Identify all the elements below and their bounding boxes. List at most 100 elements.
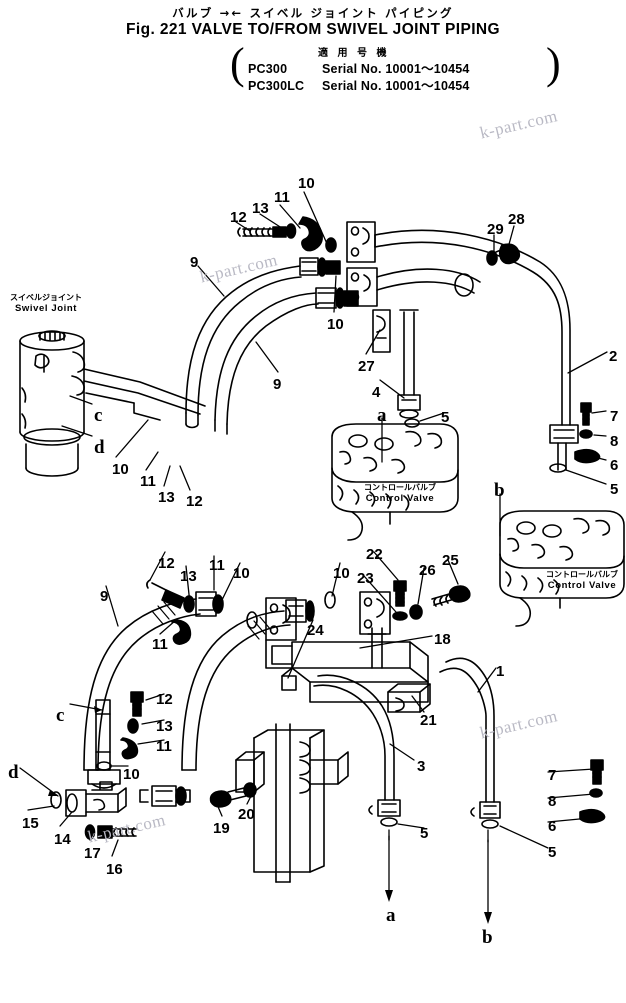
swivel-joint-hose-connections <box>84 369 205 420</box>
pipe-clamp-upper <box>455 274 473 296</box>
callout-c-11-low: 11 <box>209 557 225 574</box>
hose-fitting-upper-2 <box>316 288 358 308</box>
bolt-22 <box>394 581 406 606</box>
control-valve-right-jp: コントロールバルブ <box>546 570 618 579</box>
callout-c-7-low: 7 <box>548 767 557 784</box>
callout-c-6-right: 6 <box>610 457 619 474</box>
control-valve-center-jp: コントロールバルブ <box>364 483 436 492</box>
callout-c-d-low: d <box>8 762 19 783</box>
callout-c-4: 4 <box>372 384 381 401</box>
callout-c-5-upper: 5 <box>441 409 450 426</box>
model-pc300lc: PC300LC <box>248 79 305 93</box>
title-english: Fig. 221 VALVE TO/FROM SWIVEL JOINT PIPI… <box>0 20 626 39</box>
callout-c-26: 26 <box>419 562 436 579</box>
callout-c-10-top: 10 <box>298 175 315 192</box>
bracket-27 <box>373 310 390 352</box>
callout-c-20: 20 <box>238 806 255 823</box>
callout-c-5-low: 5 <box>548 844 557 861</box>
callout-c-7-right: 7 <box>610 408 619 425</box>
component-label-control-valve-right: コントロールバルブ Control Valve <box>546 570 618 591</box>
elbow-fitting-11-top <box>299 217 322 251</box>
callout-c-15: 15 <box>22 815 39 832</box>
pipe-3-end-fitting <box>369 800 400 826</box>
callout-c-12-left: 12 <box>186 493 203 510</box>
numeric-leader-lines <box>28 192 607 856</box>
elbow-fitting-11-lower <box>172 620 190 644</box>
fitting-14-assembly <box>66 782 126 816</box>
control-valve-right-en: Control Valve <box>547 580 617 591</box>
callout-c-2: 2 <box>609 348 618 365</box>
callout-c-c-low: c <box>56 705 65 726</box>
bracket-plate-lower-b <box>360 592 390 634</box>
hose-end-fitting-lower-right-area <box>140 786 190 806</box>
title-japanese: バルブ →← スイベル ジョイント パイピング <box>172 6 454 20</box>
hose-9-upper-left <box>186 266 301 428</box>
hose-9-lower-right <box>182 611 290 770</box>
callout-c-14: 14 <box>54 831 71 848</box>
crossbar-frame-18 <box>292 628 428 702</box>
bracket-plate-lower-a <box>266 598 296 640</box>
letter-leader-lines <box>20 396 500 924</box>
callout-c-11-low2: 11 <box>152 636 168 653</box>
control-valve-right <box>500 511 624 626</box>
callout-c-16: 16 <box>106 861 123 878</box>
callout-c-d-mid: d <box>94 437 105 458</box>
callout-c-11-bl: 11 <box>156 738 172 755</box>
callout-c-10-bl: 10 <box>123 766 140 783</box>
callout-c-21: 21 <box>420 712 437 729</box>
swivel-joint-en: Swivel Joint <box>14 303 78 314</box>
pipe-4-vertical <box>398 310 420 418</box>
hose-fitting-lower-right <box>286 592 335 622</box>
callout-c-12-low: 12 <box>158 555 175 572</box>
pipe-1-right <box>440 658 494 802</box>
bracket-plate-upper-a <box>347 222 375 262</box>
component-label-swivel-joint: スイベルジョイント Swivel Joint <box>10 293 82 314</box>
hose-fitting-upper-1 <box>300 258 340 276</box>
fittings-7-8-6-5-upper <box>550 403 600 472</box>
callout-c-6-low: 6 <box>548 818 557 835</box>
bottom-detail-lines <box>389 830 488 842</box>
leader-lines-right-upper <box>566 411 606 484</box>
callout-c-22: 22 <box>366 546 383 563</box>
fitting-cluster-bottom-left <box>121 692 143 759</box>
seal-ring-15 <box>51 792 61 808</box>
callout-c-13-low: 13 <box>180 568 197 585</box>
callout-c-8-low: 8 <box>548 793 557 810</box>
bolt-25 <box>432 586 470 606</box>
control-valve-center-en: Control Valve <box>365 493 435 504</box>
fitting-cluster-lower-left <box>147 580 257 628</box>
callout-c-28: 28 <box>508 211 525 228</box>
callout-c-17: 17 <box>84 845 101 862</box>
leader-lines-19-20 <box>216 796 251 816</box>
callout-c-10-low2: 10 <box>333 565 350 582</box>
seal-ring-10-top <box>326 238 336 252</box>
component-label-control-valve-center: コントロールバルブ Control Valve <box>364 483 436 504</box>
callout-c-12-bl: 12 <box>156 691 173 708</box>
control-valve-center <box>332 424 458 540</box>
callout-c-13-left: 13 <box>158 489 175 506</box>
callout-c-13-bl: 13 <box>156 718 173 735</box>
hose-end-lower-left <box>88 700 120 788</box>
bracket-plate-upper-b <box>347 268 377 306</box>
seal-ring-5-center <box>405 419 419 427</box>
seal-ring-10-bottom-left <box>97 762 111 770</box>
washer-23 <box>393 612 407 620</box>
bolt-19 <box>211 788 246 807</box>
serial-japanese-header: 適 用 号 機 <box>318 48 390 59</box>
callout-c-9-low: 9 <box>100 588 109 605</box>
callout-c-10-mid: 10 <box>327 316 344 333</box>
callout-c-3: 3 <box>417 758 426 775</box>
callout-c-11-top: 11 <box>274 189 290 206</box>
clamp-21 <box>388 684 430 712</box>
washer-20 <box>244 783 256 797</box>
callout-c-12-top: 12 <box>230 209 247 226</box>
callout-c-9-upper: 9 <box>190 254 199 271</box>
callout-c-25: 25 <box>442 552 459 569</box>
support-bracket-bottom <box>236 724 348 882</box>
callout-c-b-bottom: b <box>482 927 493 948</box>
callout-c-8-right: 8 <box>610 433 619 450</box>
